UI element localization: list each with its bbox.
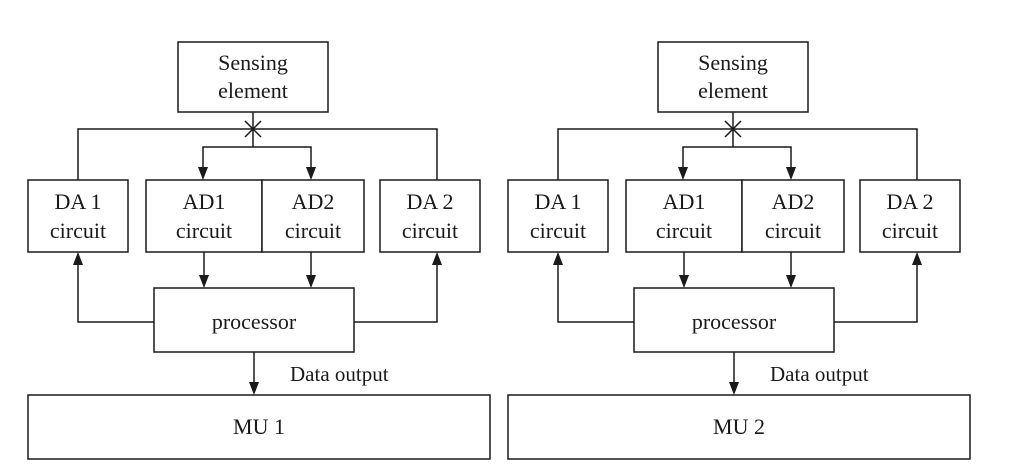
arrow-to-mu [249, 382, 259, 395]
sensing-element-label-line2: element [218, 78, 288, 103]
unit-2: Sensing element DA 1 circuit AD1 circuit… [507, 41, 971, 460]
arrow-to-ad1 [678, 167, 688, 180]
ad1-label-line2: circuit [176, 218, 232, 243]
arrow-to-ad2 [786, 167, 796, 180]
bus-wire [557, 128, 918, 180]
da1-circuit-box [27, 179, 129, 253]
da2-circuit-box [859, 179, 961, 253]
arrow-to-da1 [73, 252, 83, 265]
processor-to-da2-wire [354, 264, 438, 323]
processor-box [153, 287, 355, 353]
junction-cross-mark [244, 120, 262, 138]
unit-1: Sensing element DA 1 circuit AD1 circuit… [27, 41, 491, 460]
junction-cross-mark [724, 120, 742, 138]
ad1-circuit-box [625, 179, 743, 253]
processor-label: processor [212, 309, 297, 334]
arrow-ad1-to-processor [199, 275, 209, 288]
ad1-label-line1: AD1 [663, 189, 706, 214]
data-output-label: Data output [770, 362, 869, 386]
ad2-label-line2: circuit [285, 218, 341, 243]
arrow-to-ad1 [198, 167, 208, 180]
ad2-label-line1: AD2 [292, 189, 335, 214]
da2-label-line1: DA 2 [886, 189, 933, 214]
da2-label-line2: circuit [402, 218, 458, 243]
ad-feed-wire [682, 146, 792, 168]
da1-label-line2: circuit [50, 218, 106, 243]
mu-label: MU 1 [233, 414, 285, 439]
processor-box [633, 287, 835, 353]
bus-wire [77, 128, 438, 180]
ad1-circuit-box [145, 179, 263, 253]
sensing-element-label-line1: Sensing [698, 50, 768, 75]
sensing-element-box [657, 41, 809, 113]
arrow-to-mu [729, 382, 739, 395]
da1-label-line1: DA 1 [54, 189, 101, 214]
ad2-circuit-box [261, 179, 365, 253]
da1-label-line1: DA 1 [534, 189, 581, 214]
arrow-to-ad2 [306, 167, 316, 180]
mu-box [507, 394, 971, 460]
data-output-label: Data output [290, 362, 389, 386]
arrow-ad1-to-processor [679, 275, 689, 288]
mu-label: MU 2 [713, 414, 765, 439]
ad1-label-line1: AD1 [183, 189, 226, 214]
sensing-element-label-line2: element [698, 78, 768, 103]
processor-label: processor [692, 309, 777, 334]
arrow-to-da1 [553, 252, 563, 265]
da2-circuit-box [379, 179, 481, 253]
processor-to-da1-wire [557, 264, 634, 323]
processor-to-da1-wire [77, 264, 154, 323]
ad2-label-line2: circuit [765, 218, 821, 243]
ad2-circuit-box [741, 179, 845, 253]
ad2-label-line1: AD2 [772, 189, 815, 214]
ad1-label-line2: circuit [656, 218, 712, 243]
arrow-to-da2 [432, 252, 442, 265]
da1-label-line2: circuit [530, 218, 586, 243]
mu-box [27, 394, 491, 460]
ad-feed-wire [202, 146, 312, 168]
arrow-ad2-to-processor [786, 275, 796, 288]
sensing-element-box [177, 41, 329, 113]
arrow-ad2-to-processor [306, 275, 316, 288]
processor-to-da2-wire [834, 264, 918, 323]
da2-label-line2: circuit [882, 218, 938, 243]
arrow-to-da2 [912, 252, 922, 265]
da2-label-line1: DA 2 [406, 189, 453, 214]
sensing-element-label-line1: Sensing [218, 50, 288, 75]
